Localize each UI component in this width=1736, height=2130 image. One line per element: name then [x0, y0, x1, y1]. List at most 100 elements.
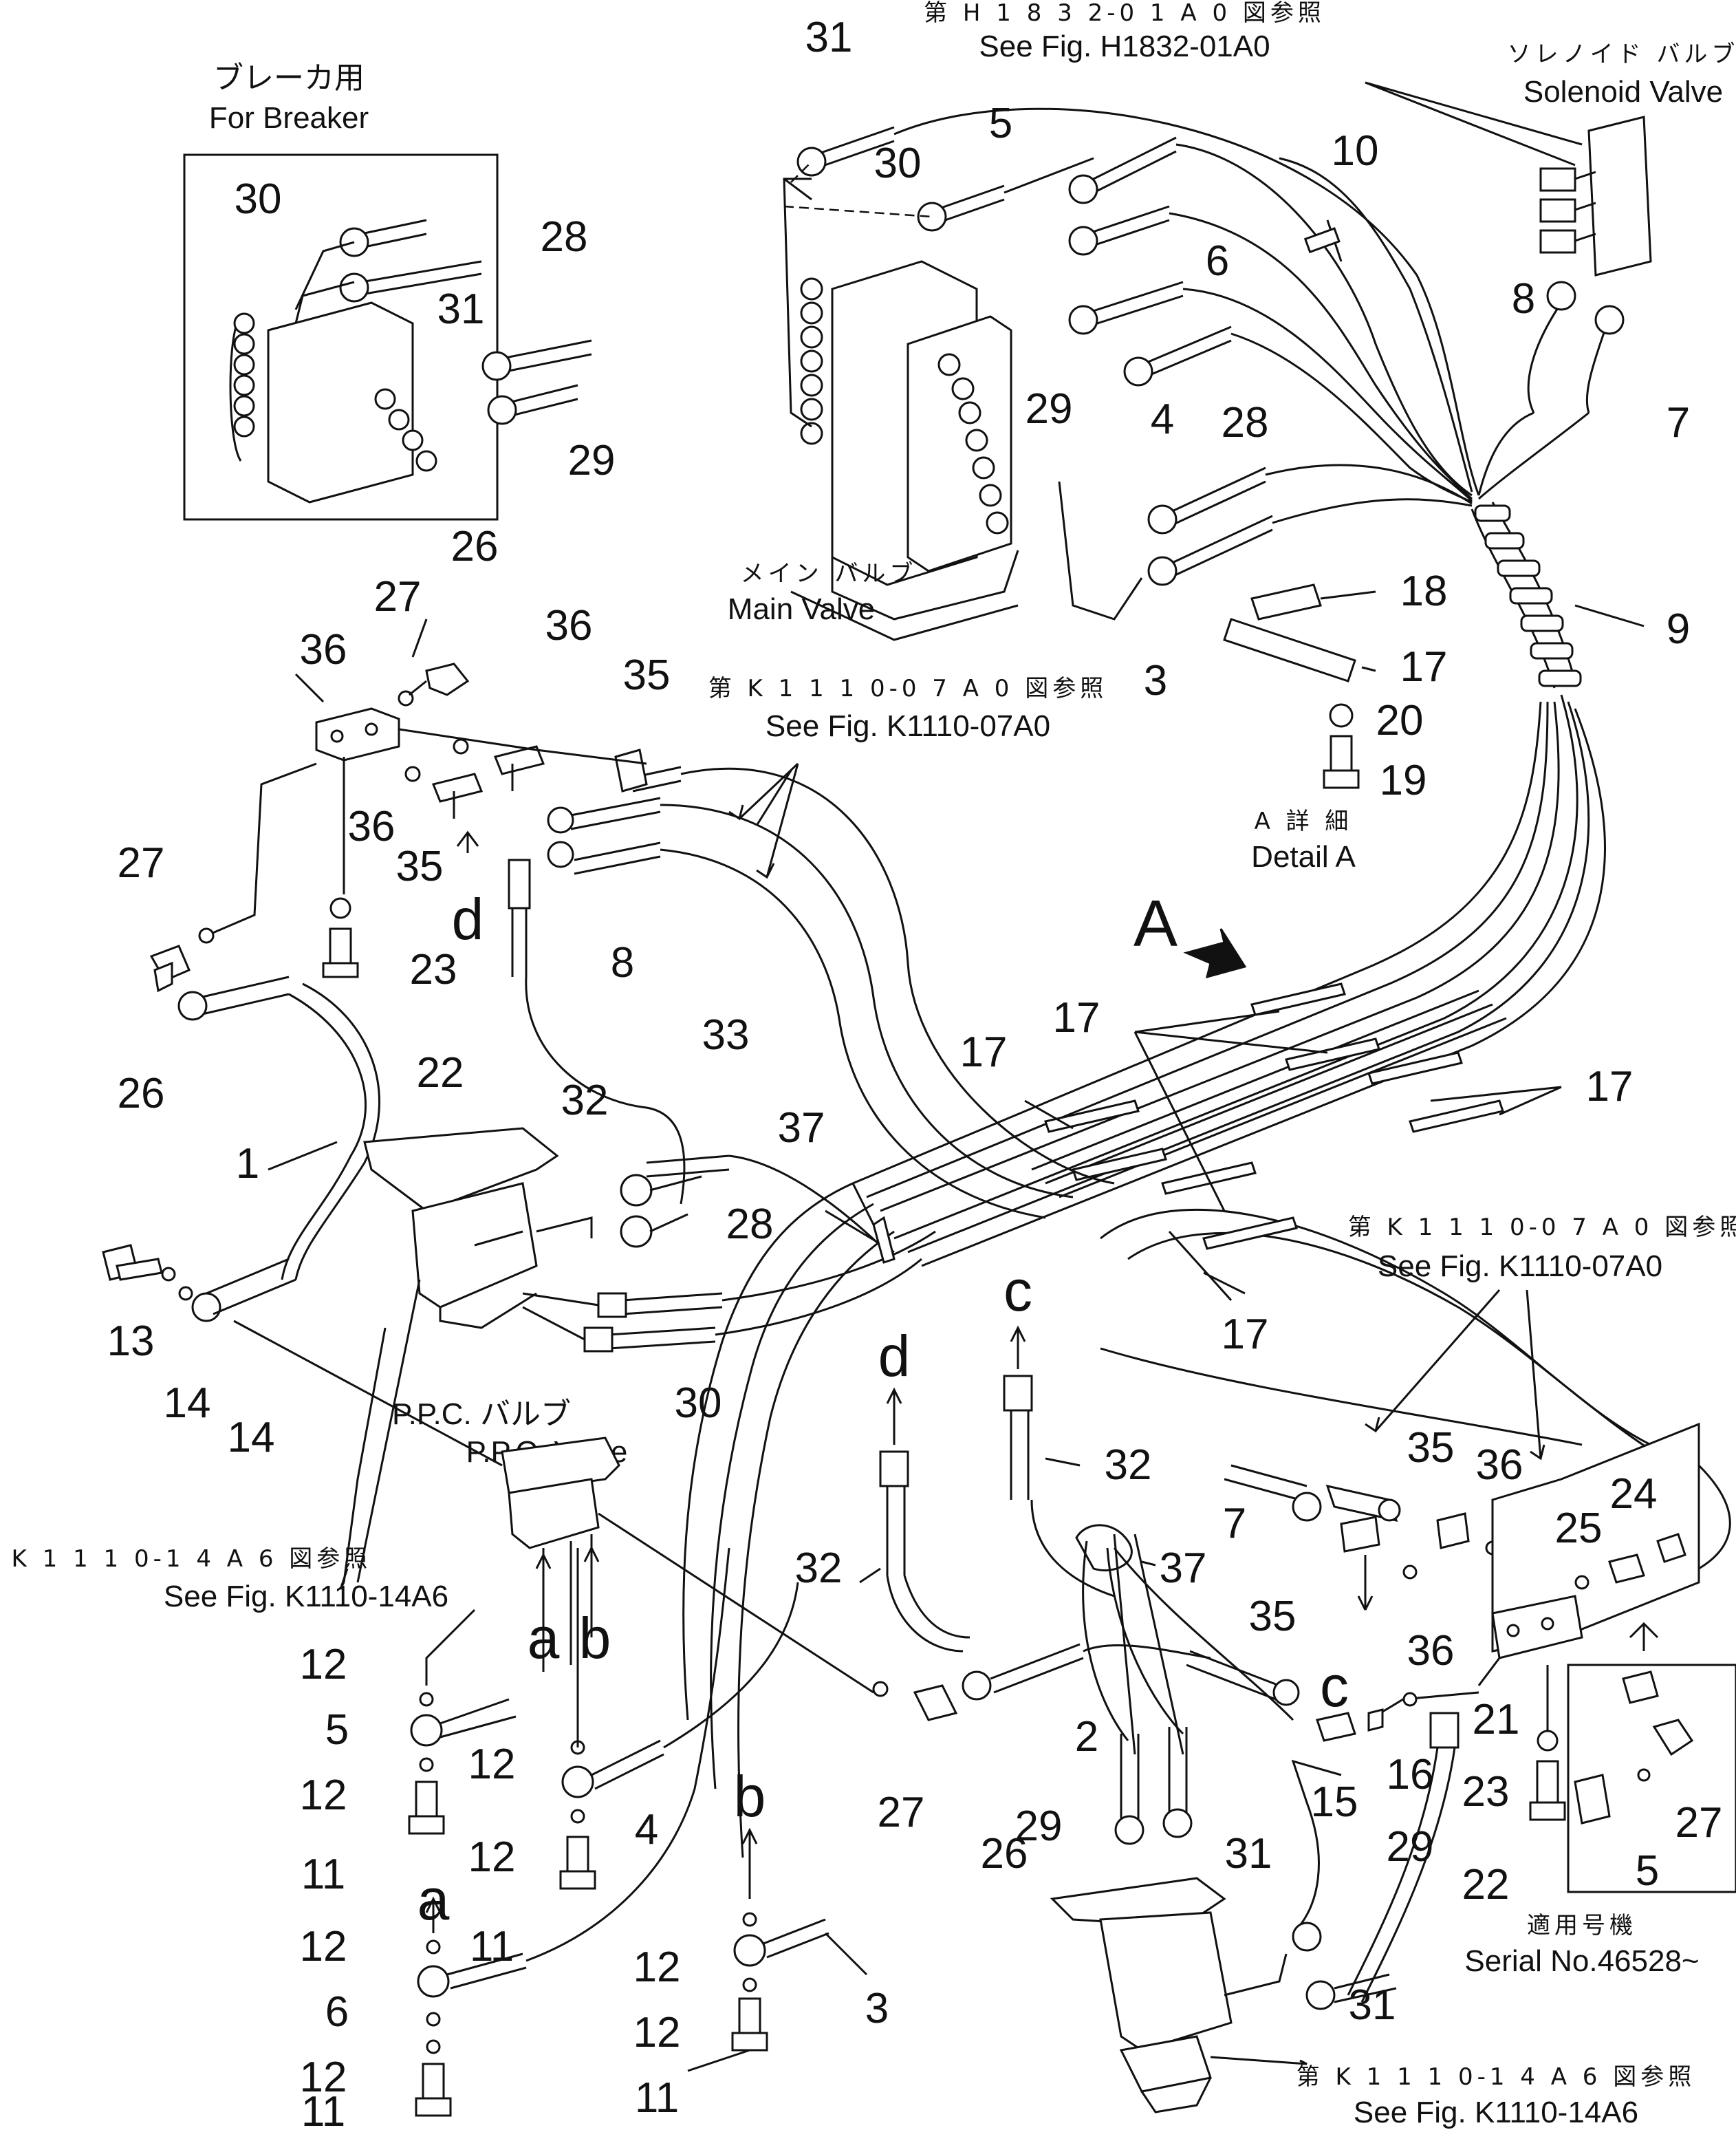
- part-label-11c: 11: [301, 2088, 345, 2130]
- solenoid-caption-en: Solenoid Valve: [1523, 75, 1723, 109]
- part-label-30b: 30: [874, 140, 922, 187]
- part-label-36b: 36: [348, 803, 395, 850]
- part-label-26c: 27: [1675, 1799, 1723, 1847]
- part-label-32a: 32: [561, 1077, 609, 1124]
- view-letter-a2: a: [417, 1867, 450, 1932]
- part-label-21a: 36: [300, 626, 347, 674]
- part-label-3a: 3: [1144, 657, 1167, 704]
- part-label-36d: 36: [1407, 1627, 1455, 1675]
- ref-k1110-14-en-bottom: See Fig. K1110-14A6: [1354, 2096, 1638, 2129]
- part-label-36c: 36: [1476, 1441, 1523, 1489]
- serial-inset-frame: [1567, 1664, 1736, 1893]
- breaker-caption-jp: ブレーカ用: [213, 61, 365, 95]
- upper-left-fittings: 36 27 26 36 35 36 35 27 23 22 8 26 d: [118, 523, 682, 1280]
- part-label-27d: 27: [878, 1789, 925, 1836]
- part-label-17e: 17: [1222, 1311, 1269, 1358]
- main-valve-hoses: [783, 107, 1480, 621]
- part-label-30c: 30: [675, 1379, 722, 1427]
- view-letter-c2: c: [1320, 1654, 1349, 1719]
- part-label-18: 18: [1400, 568, 1448, 615]
- part-label-3b: 3: [865, 1985, 889, 2032]
- part-label-17c: 17: [960, 1029, 1008, 1076]
- ref-k1110-07-jp-top: 第 K 1 1 1 0-0 7 A 0 図参照: [708, 675, 1108, 702]
- part-label-12e: 12: [300, 1923, 347, 1970]
- right-fittings: 第 K 1 1 1 0-0 7 A 0 図参照 See Fig. K1110-0…: [1100, 1214, 1736, 2029]
- part-label-13: 13: [107, 1317, 155, 1365]
- view-letter-b1: b: [579, 1606, 611, 1670]
- ref-k1110-07-en-right: See Fig. K1110-07A0: [1378, 1249, 1662, 1283]
- left-fittings-13-14: 13 14 14: [102, 1244, 503, 1467]
- part-label-32b: 32: [1105, 1441, 1152, 1489]
- part-label-5a: 5: [989, 100, 1012, 147]
- view-letter-d1: d: [452, 887, 484, 951]
- part-label-34: 31: [1349, 1981, 1396, 2029]
- upper-hoses: [525, 767, 1115, 1219]
- part-label-8a: 8: [1512, 275, 1535, 323]
- part-label-23b: 23: [1462, 1768, 1510, 1816]
- main-valve-caption-jp: メイン バルブ: [741, 560, 918, 588]
- ref-k1110-07-jp-right: 第 K 1 1 1 0-0 7 A 0 図参照: [1348, 1214, 1736, 1241]
- serial-inset: 27 5 適用号機 Serial No.46528~: [1464, 1622, 1736, 1978]
- left-banjo-stack: 12 5 12 11 12 4 12 11 a 12 6 12 11: [300, 1547, 799, 2130]
- center-banjo-stack: b 12 3 12 11: [633, 1764, 889, 2122]
- part-label-5b: 5: [325, 1706, 349, 1754]
- view-letter-d2: d: [878, 1324, 911, 1388]
- part-label-11a: 11: [301, 1851, 345, 1898]
- breaker-inset-frame: [183, 153, 499, 521]
- part-label-12f: 12: [300, 2054, 347, 2101]
- part-label-24: 24: [1610, 1470, 1658, 1518]
- ppc-valve-bottom: 第 K 1 1 1 0-1 4 A 6 図参照 See Fig. K1110-1…: [1050, 1759, 1691, 2129]
- part-label-29a: 29: [1026, 385, 1073, 433]
- part-label-27b: 27: [118, 839, 165, 887]
- part-label-8b: 8: [611, 939, 634, 987]
- view-letter-b2: b: [734, 1764, 766, 1829]
- ppc-valve-left: 33 32 28 30 37 1: [236, 1011, 936, 1427]
- part-label-27a: 27: [374, 573, 422, 621]
- main-valve-caption-en: Main Valve: [728, 592, 875, 626]
- part-label-12h: 12: [633, 2009, 681, 2056]
- part-label-32c: 32: [795, 1545, 843, 1592]
- part-label-22a: 22: [417, 1049, 464, 1097]
- part-label-19: 19: [1380, 757, 1427, 804]
- part-label-6b: 6: [325, 1988, 349, 2036]
- solenoid-valve: ソレノイド バルブ Solenoid Valve 8 7: [1365, 41, 1735, 500]
- part-label-26b: 26: [118, 1070, 165, 1117]
- part-label-27c: 5: [1636, 1847, 1659, 1895]
- detail-caption-jp: A 詳 細: [1255, 808, 1353, 835]
- part-label-33: 33: [702, 1011, 750, 1059]
- part-label-16: 16: [1387, 1751, 1434, 1798]
- ref-k1110-07-en-top: See Fig. K1110-07A0: [766, 709, 1050, 743]
- part-label-31b: 31: [805, 14, 853, 61]
- ref-h1832-jp: 第 H 1 8 3 2-0 1 A 0 図参照: [924, 0, 1325, 27]
- part-label-9: 9: [1667, 605, 1690, 653]
- part-label-4b: 4: [635, 1806, 658, 1853]
- part-label-28b: 28: [726, 1201, 774, 1248]
- part-label-37b: 37: [1160, 1545, 1207, 1592]
- part-label-29: 29: [568, 437, 616, 484]
- detail-a-arrow-icon: [1183, 928, 1247, 979]
- part-label-12a: 12: [300, 1641, 347, 1688]
- part-label-15: 15: [1311, 1778, 1358, 1826]
- part-label-37a: 37: [778, 1104, 825, 1152]
- view-letter-A: A: [1133, 887, 1178, 960]
- view-letter-a1: a: [528, 1606, 560, 1670]
- ref-h1832-en: See Fig. H1832-01A0: [979, 30, 1270, 63]
- part-label-7b: 7: [1223, 1500, 1246, 1547]
- part-label-35b: 35: [396, 843, 444, 890]
- part-label-12b: 12: [300, 1772, 347, 1819]
- part-label-26a: 26: [451, 523, 499, 570]
- part-label-23a: 23: [410, 946, 457, 993]
- part-label-35a: 35: [623, 652, 671, 699]
- part-label-17a: 17: [1400, 643, 1448, 691]
- part-label-29b: 29: [1015, 1803, 1063, 1850]
- part-label-28a: 28: [1222, 399, 1269, 447]
- spiral-guard: 9: [1471, 502, 1690, 689]
- breaker-inset: ブレーカ用 For Breaker 30 31 28 29: [183, 61, 616, 521]
- part-label-4a: 4: [1151, 396, 1174, 443]
- part-label-20: 20: [1376, 697, 1424, 744]
- breaker-valve-block: [267, 301, 414, 504]
- ppc-caption-jp: P.P.C. バルブ: [392, 1397, 571, 1431]
- part-label-28: 28: [541, 213, 588, 261]
- part-label-12g: 12: [633, 1944, 681, 1991]
- detail-a: 18 17 20 19 A 詳 細 Detail A: [1223, 568, 1448, 874]
